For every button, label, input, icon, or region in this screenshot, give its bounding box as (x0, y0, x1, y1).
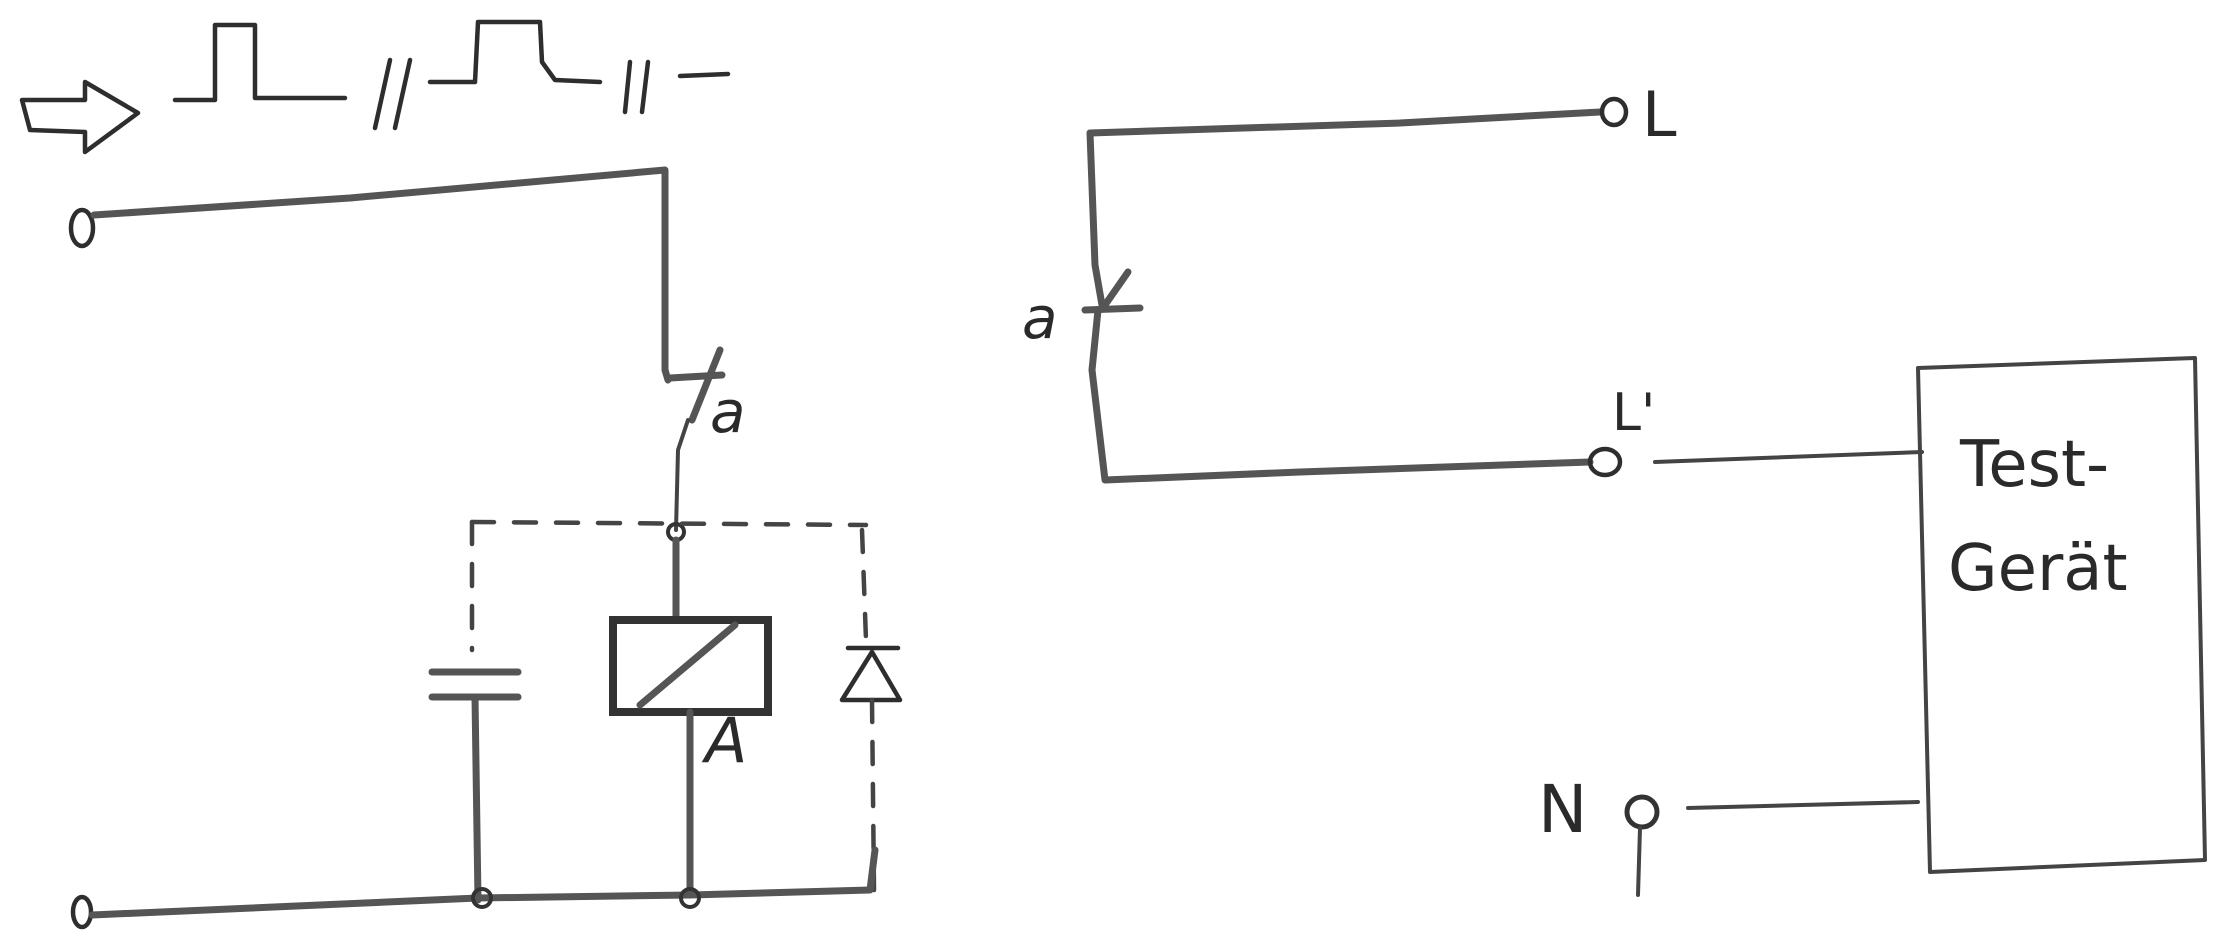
test-device-label-line2: Gerät (1948, 532, 2128, 606)
right-test-circuit: L L' a N Test- Gerät (1022, 78, 2207, 897)
top-supply-wire (90, 166, 672, 384)
relay-A-label: A (701, 704, 747, 777)
input-arrow-icon (19, 79, 141, 155)
terminal-L (1599, 96, 1629, 128)
relay-coil-slash (636, 621, 739, 709)
terminal-N-label: N (1538, 771, 1587, 848)
terminal-L-prime-label: L' (1612, 383, 1655, 443)
contact-a-label: a (710, 378, 746, 446)
waveform-break-mark-second (622, 59, 651, 115)
waveform-tail (677, 71, 731, 79)
dashed-right-drop (859, 527, 869, 643)
bottom-return-wire (88, 846, 879, 919)
pulse-waveform-second (427, 19, 603, 85)
test-device-label-line1: Test- (1959, 428, 2109, 502)
l-prime-to-device-wire (1653, 450, 1924, 464)
terminal-L-label: L (1642, 78, 1677, 151)
contact-wire-down (674, 418, 690, 532)
left-relay-circuit: a A (19, 19, 903, 930)
contact-left-vertical-bottom (1088, 306, 1594, 484)
contact-a-right-label: a (1022, 284, 1058, 352)
terminal-N (1624, 794, 1660, 830)
waveform-break-mark (372, 57, 413, 131)
contact-a-switch (666, 346, 726, 424)
dashed-top-bridge (469, 519, 869, 528)
bottom-junction-dot-coil (679, 887, 701, 909)
line-to-L-wire (1086, 108, 1604, 137)
n-to-device-wire (1686, 800, 1920, 810)
capacitor-icon (428, 668, 522, 904)
input-terminal-bottom (70, 894, 94, 930)
contact-a-right-switch (1081, 268, 1144, 314)
bottom-junction-dot-cap (471, 887, 493, 909)
input-terminal-top (68, 207, 96, 249)
contact-left-vertical-top (1086, 129, 1106, 309)
diode-icon (839, 645, 903, 893)
test-device-box (1916, 356, 2207, 874)
terminal-N-stub (1636, 826, 1642, 897)
terminal-L-prime (1587, 446, 1623, 478)
pulse-waveform (172, 22, 348, 103)
